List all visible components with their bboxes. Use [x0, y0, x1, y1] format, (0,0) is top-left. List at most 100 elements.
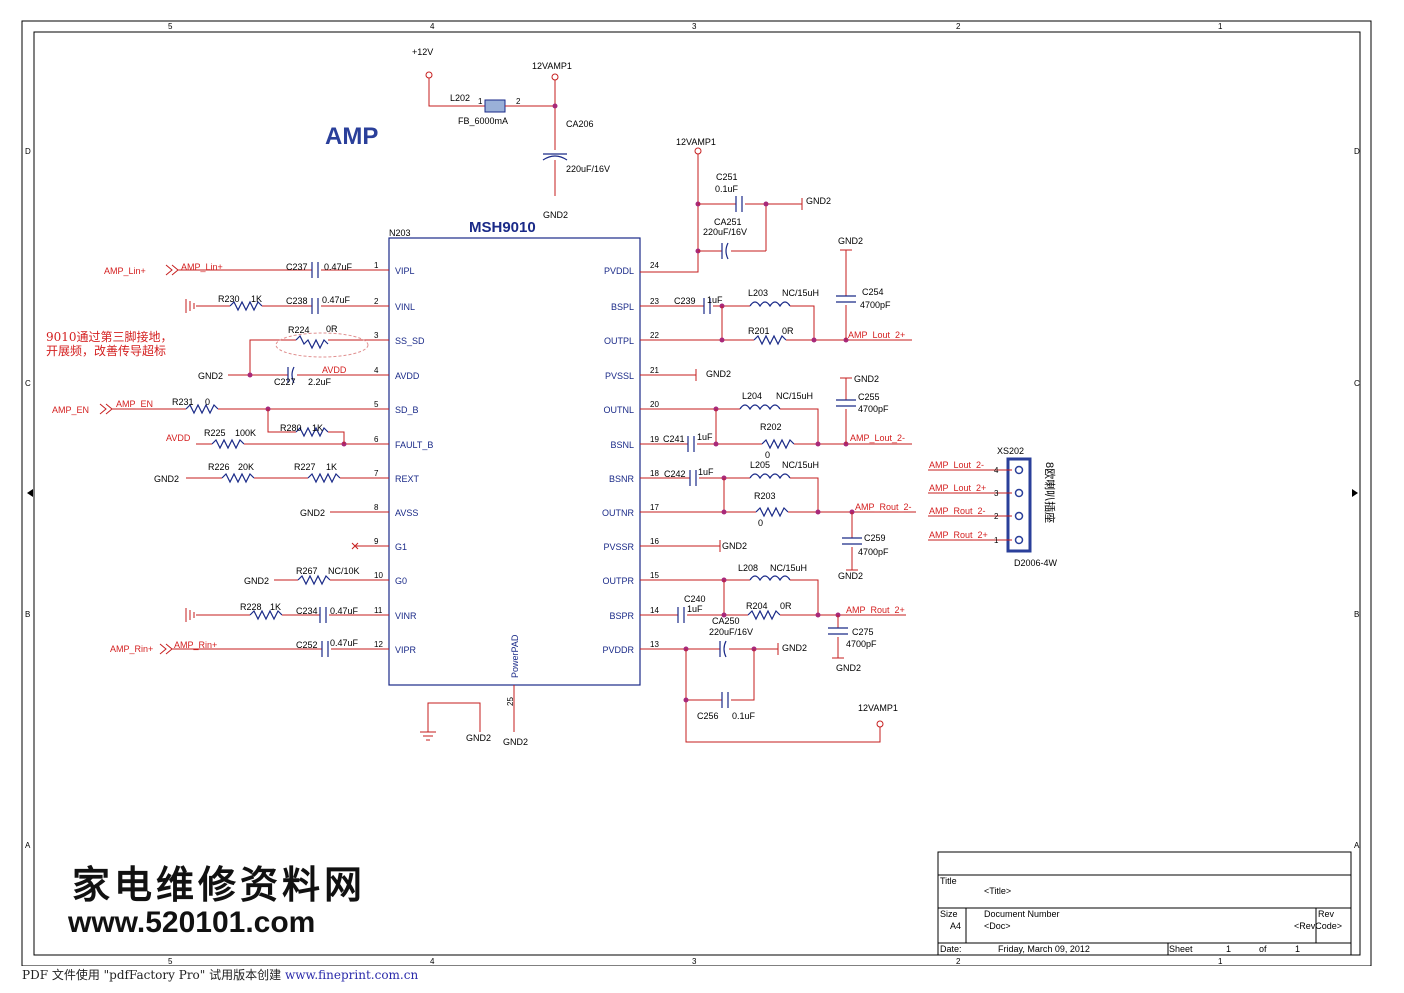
- schematic-label: R230: [218, 294, 240, 304]
- schematic-label: GND2: [722, 541, 747, 551]
- title-block: Title <Title> Size A4 Document Number <D…: [937, 851, 1352, 956]
- schematic-label: XS202: [997, 446, 1024, 456]
- schematic-label: C239: [674, 296, 696, 306]
- pin-number: 1: [374, 261, 379, 270]
- col-label: 5: [168, 22, 173, 31]
- schematic-label: 1uF: [698, 467, 714, 477]
- connector-pin-number: 1: [994, 536, 999, 545]
- pin-name: BSPR: [609, 611, 634, 621]
- schematic-label: C256: [697, 711, 719, 721]
- row-label: A: [1354, 841, 1360, 850]
- schematic-label: 0R: [780, 601, 792, 611]
- schematic-label: 4700pF: [846, 639, 877, 649]
- schematic-label: 220uF/16V: [709, 627, 753, 637]
- schematic-label: GND2: [838, 236, 863, 246]
- schematic-label: C237: [286, 262, 308, 272]
- schematic-label: AMP_Lout_2+: [848, 330, 905, 340]
- schematic-label: AVDD: [322, 365, 347, 375]
- schematic-label: 0.47uF: [330, 606, 359, 616]
- schematic-label: C227: [274, 377, 296, 387]
- schematic-label: C275: [852, 627, 874, 637]
- schematic-label: 220uF/16V: [703, 227, 747, 237]
- schematic-label: 12VAMP1: [858, 703, 898, 713]
- left-circuit: AMP_Lin+ AMP_Lin+ C237 0.47uF R230 1K C2…: [46, 262, 491, 743]
- schematic-label: C238: [286, 296, 308, 306]
- schematic-label: 1uF: [687, 604, 703, 614]
- pin-number: 10: [374, 571, 383, 580]
- schematic-label: GND2: [706, 369, 731, 379]
- schematic-label: MSH9010: [469, 219, 536, 236]
- pin-name: OUTPL: [604, 336, 634, 346]
- pin-name: OUTPR: [603, 576, 635, 586]
- pin-name: VINR: [395, 611, 417, 621]
- connector-net: AMP_Rout_2-: [929, 506, 986, 516]
- schematic-label: GND2: [838, 571, 863, 581]
- schematic-label: 0: [765, 450, 770, 460]
- schematic-label: NC/15uH: [776, 391, 813, 401]
- pin-number: 2: [374, 297, 379, 306]
- schematic-label: 12VAMP1: [532, 61, 572, 71]
- schematic-label: 1K: [326, 462, 337, 472]
- schematic-label: C255: [858, 392, 880, 402]
- schematic-label: CA206: [566, 119, 594, 129]
- schematic-label: 12VAMP1: [676, 137, 716, 147]
- schematic-label: GND2: [806, 196, 831, 206]
- schematic-label: Sheet: [1169, 944, 1193, 954]
- schematic-label: A4: [950, 921, 961, 931]
- schematic-label: 0.47uF: [324, 262, 353, 272]
- ic-msh9010: MSH9010 N203 PowerPAD 25 GND2 1VIPL2VINL…: [374, 219, 659, 747]
- col-label: 2: [956, 957, 961, 966]
- schematic-label: 0.47uF: [330, 638, 359, 648]
- schematic-label: GND2: [198, 371, 223, 381]
- schematic-label: L205: [750, 460, 770, 470]
- connector-net: AMP_Lout_2+: [929, 483, 986, 493]
- schematic-label: AMP_EN: [52, 405, 89, 415]
- schematic-label: GND2: [543, 210, 568, 220]
- pin-name: BSNR: [609, 474, 635, 484]
- schematic-label: 4700pF: [858, 547, 889, 557]
- schematic-label: CA250: [712, 616, 740, 626]
- row-label: C: [25, 379, 31, 388]
- schematic-label: 1: [478, 97, 483, 106]
- col-label: 1: [1218, 957, 1223, 966]
- schematic-label: 220uF/16V: [566, 164, 610, 174]
- schematic-label: 4700pF: [860, 300, 891, 310]
- schematic-label: NC/10K: [328, 566, 360, 576]
- pin-name: PVSSL: [605, 371, 634, 381]
- schematic-label: 8欧喇叭插座: [1043, 462, 1057, 523]
- ferrite-bead-icon: [484, 99, 506, 113]
- schematic-label: C240: [684, 594, 706, 604]
- col-label: 4: [430, 22, 435, 31]
- row-label: B: [1354, 610, 1359, 619]
- pin-number: 21: [650, 366, 659, 375]
- pin-number: 4: [374, 366, 379, 375]
- pin-number: 16: [650, 537, 659, 546]
- footer-link[interactable]: www.fineprint.com.cn: [284, 968, 419, 982]
- pin-name: AVDD: [395, 371, 420, 381]
- schematic-label: 0: [758, 518, 763, 528]
- schematic-label: GND2: [836, 663, 861, 673]
- schematic-label: 0.1uF: [715, 184, 739, 194]
- pin-name: PVSSR: [603, 542, 634, 552]
- schematic-label: 0.47uF: [322, 295, 351, 305]
- schematic-label: GND2: [854, 374, 879, 384]
- schematic-label: L202: [450, 93, 470, 103]
- col-label: 5: [168, 957, 173, 966]
- pin-number: 23: [650, 297, 659, 306]
- schematic-label: FB_6000mA: [458, 116, 508, 126]
- pin-number: 15: [650, 571, 659, 580]
- schematic-label: Date:: [940, 944, 962, 954]
- col-label: 2: [956, 22, 961, 31]
- schematic-label: L204: [742, 391, 762, 401]
- schematic-label: GND2: [300, 508, 325, 518]
- schematic-label: 100K: [235, 428, 256, 438]
- schematic-label: 20K: [238, 462, 254, 472]
- schematic-label: Document Number: [984, 909, 1060, 919]
- schematic-label: NC/15uH: [782, 288, 819, 298]
- connector-pin-icon: [1014, 465, 1024, 475]
- schematic-label: GND2: [244, 576, 269, 586]
- row-label: D: [25, 147, 31, 156]
- schematic-label: R231: [172, 397, 194, 407]
- schematic-label: +12V: [412, 47, 433, 57]
- schematic-label: 1: [1226, 944, 1231, 954]
